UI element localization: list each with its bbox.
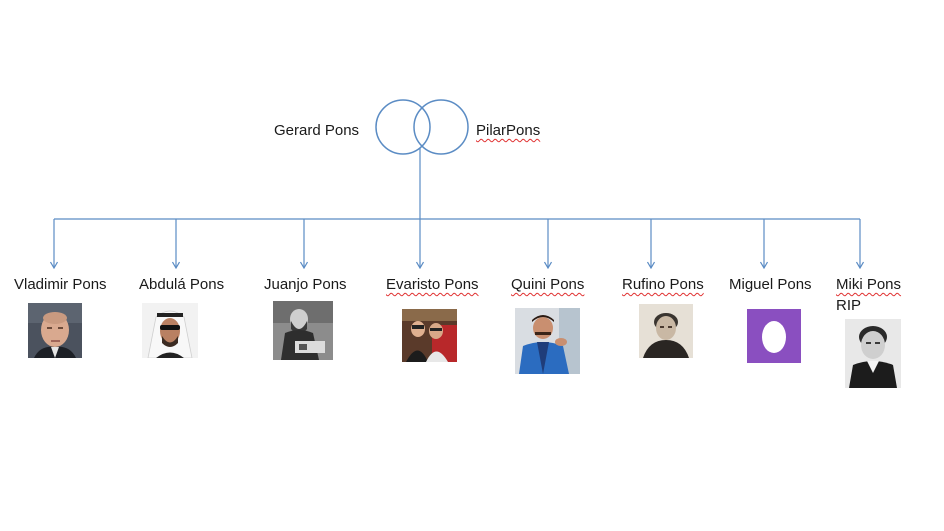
photo-miki	[845, 319, 901, 388]
child-name-juanjo: Juanjo Pons	[264, 276, 347, 293]
bald-man-portrait-image	[28, 303, 82, 358]
mother-circle	[413, 99, 469, 155]
man-in-blue-tracksuit-image	[515, 308, 580, 374]
child-name-miguel: Miguel Pons	[729, 276, 812, 293]
historical-engraved-portrait-image	[845, 319, 901, 388]
old-woman-sepia-image	[639, 304, 693, 358]
child-name-vladimir: Vladimir Pons	[14, 276, 107, 293]
child-name-miki: Miki Pons	[836, 276, 902, 293]
default-egg-avatar-icon	[747, 309, 801, 363]
child-name-abdula: Abdulá Pons	[139, 276, 225, 293]
photo-rufino	[639, 304, 693, 358]
child-name-quini: Quini Pons	[511, 276, 585, 293]
photo-abdula	[142, 303, 198, 358]
bearded-man-bw-image	[273, 301, 333, 360]
child-note-miki-rip: RIP	[836, 297, 862, 314]
father-circle	[375, 99, 431, 155]
child-name-rufino: Rufino Pons	[622, 276, 704, 293]
photo-vladimir	[28, 303, 82, 358]
photo-juanjo	[273, 301, 333, 360]
child-name-evaristo: Evaristo Pons	[386, 276, 479, 293]
photo-miguel	[747, 309, 801, 363]
man-in-keffiyeh-image	[142, 303, 198, 358]
photo-quini	[515, 308, 580, 374]
father-name: Gerard Pons	[274, 122, 360, 139]
two-people-in-bar-image	[402, 309, 457, 362]
mother-name: PilarPons	[476, 122, 541, 139]
photo-evaristo	[402, 309, 457, 362]
